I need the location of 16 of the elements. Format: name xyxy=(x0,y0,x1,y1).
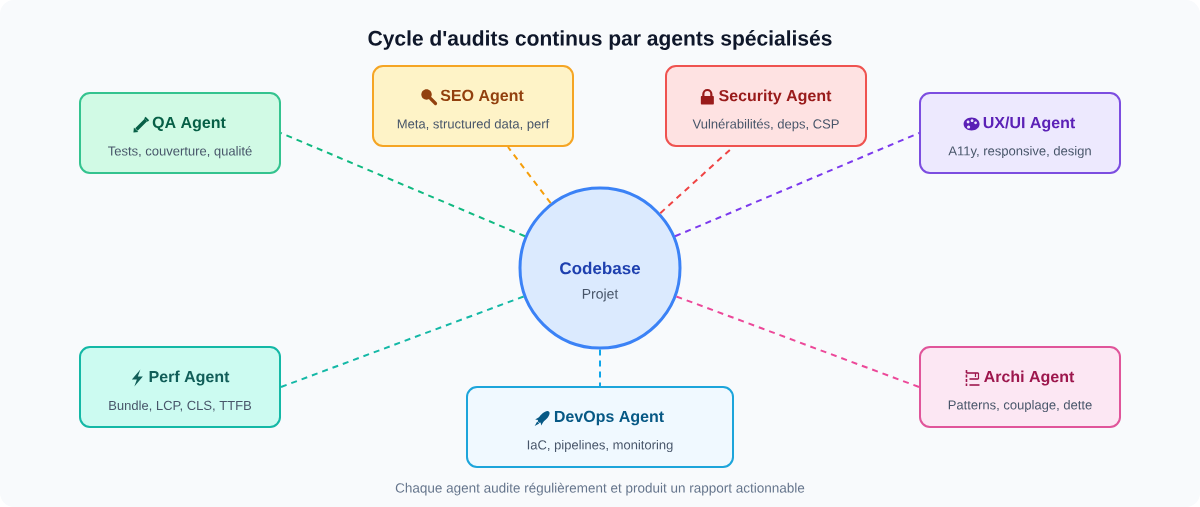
dashed-connector xyxy=(280,132,526,238)
dashed-connector xyxy=(507,146,552,205)
circle-node: Codebase Projet xyxy=(518,186,682,350)
agent-box: Perf Agent Bundle, LCP, CLS, TTFB xyxy=(79,346,281,428)
title: Cycle d'audits continus par agents spécialisés xyxy=(368,30,832,50)
dashed-connector xyxy=(599,348,601,387)
dashed-connector xyxy=(674,132,920,238)
dashed-connector xyxy=(280,295,525,388)
agent-box: QA Agent Tests, couverture, qualité xyxy=(79,92,281,174)
caption: Chaque agent audite régulièrement et produit un rapport actionnable xyxy=(395,482,805,496)
agent-box: DevOps Agent IaC, pipelines, monitoring xyxy=(466,386,734,468)
dashed-connector xyxy=(675,295,920,388)
agent-box: SEO Agent Meta, structured data, perf xyxy=(372,65,574,147)
agent-box: Security Agent Vulnérabilités, deps, CSP xyxy=(665,65,867,147)
agent-box: Archi Agent Patterns, couplage, dette xyxy=(919,346,1121,428)
agent-box: UX/UI Agent A11y, responsive, design xyxy=(919,92,1121,174)
